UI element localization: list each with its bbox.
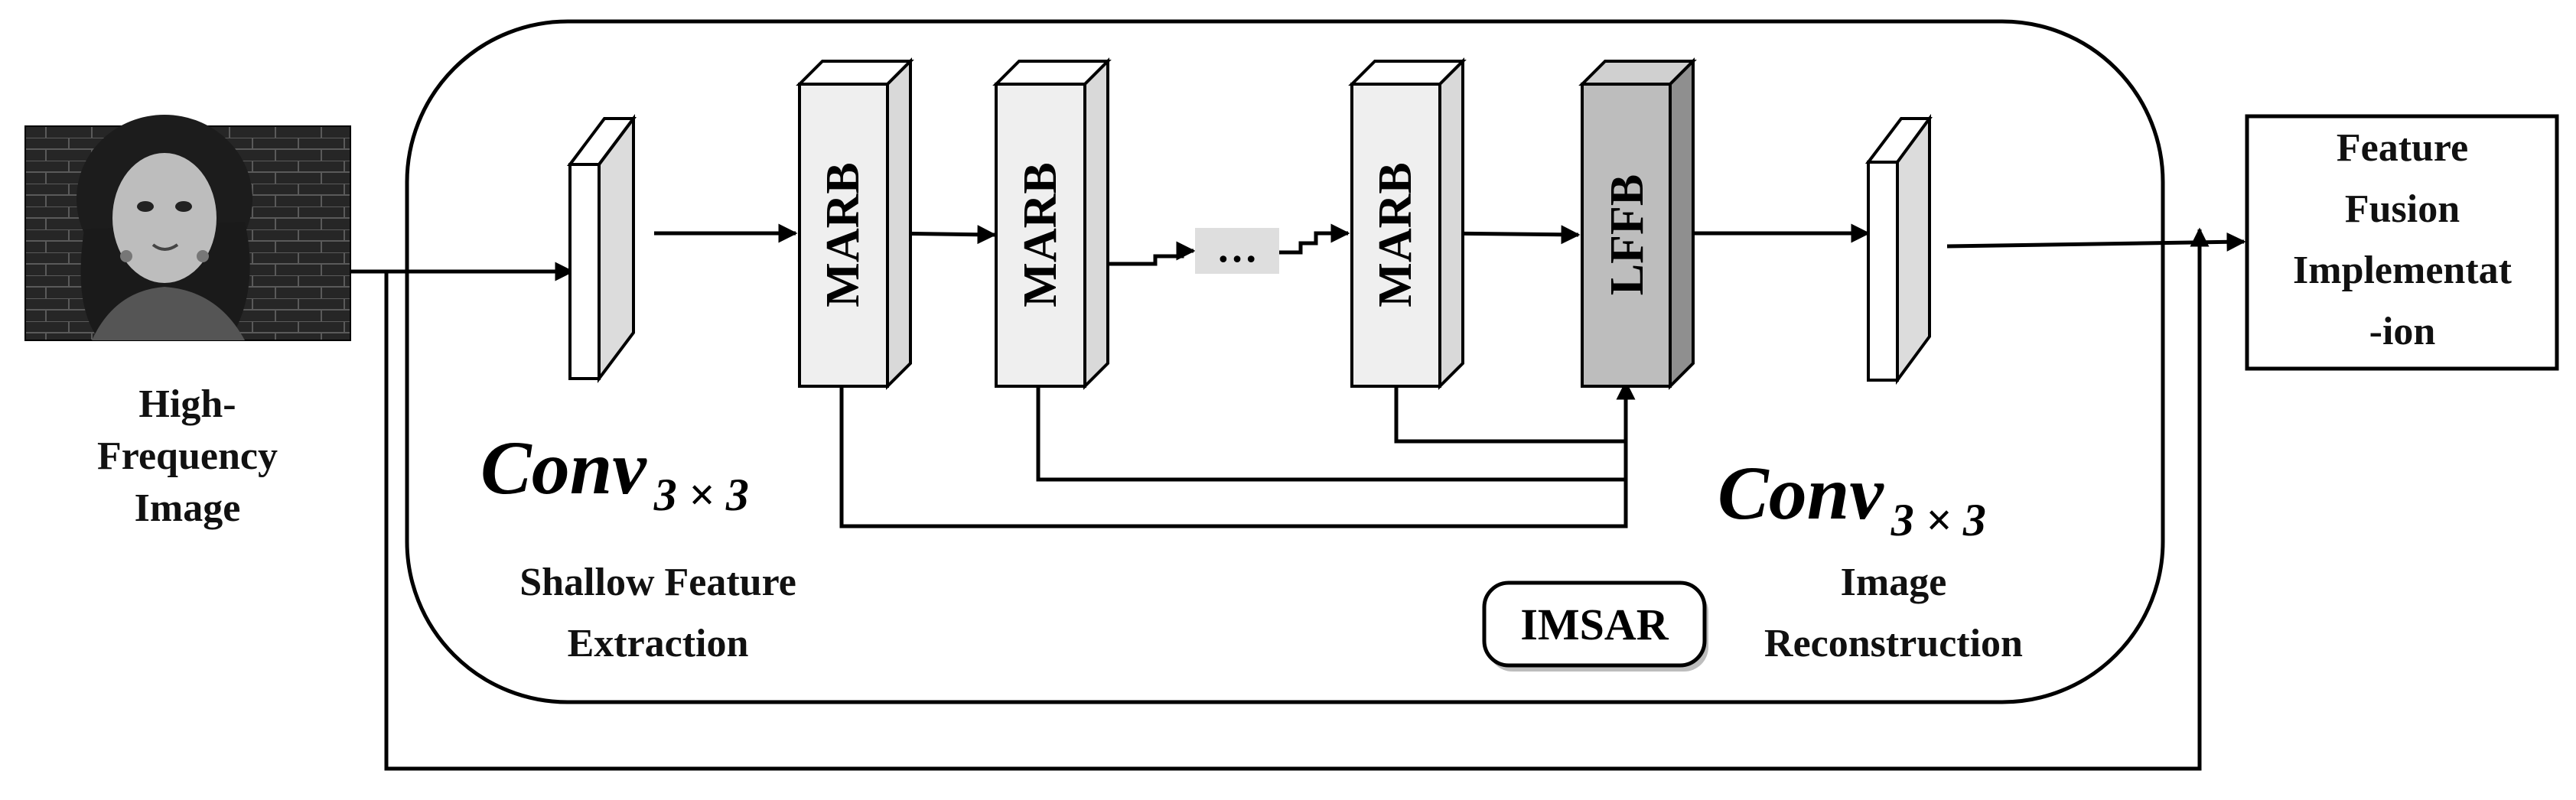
reconstruction-caption-line-2: Reconstruction: [1764, 622, 2023, 665]
lffb-block: LFFB: [1578, 57, 1697, 390]
shallow-caption-line-2: Extraction: [568, 622, 749, 665]
marb-block-3: MARB: [1348, 57, 1467, 390]
input-caption-line-1: High-: [138, 382, 236, 426]
marb-block-2: MARB: [992, 57, 1112, 390]
reconstruction-conv-subscript: 3 × 3: [1890, 495, 1986, 545]
marb-2-label: MARB: [1014, 162, 1067, 307]
imsar-module-container: [405, 19, 2165, 704]
marb-1-label: MARB: [817, 162, 869, 307]
input-caption-line-3: Image: [135, 486, 241, 530]
marb-3-label: MARB: [1369, 162, 1422, 307]
output-line-4: -ion: [2369, 310, 2436, 353]
ellipsis-text: …: [1216, 225, 1258, 271]
imsar-tag: IMSAR: [1482, 580, 1708, 672]
input-caption-line-2: Frequency: [97, 434, 278, 478]
shallow-conv-subscript: 3 × 3: [653, 470, 749, 520]
shallow-conv-layer: [567, 114, 637, 383]
reconstruction-conv-layer: [1864, 113, 1933, 385]
lffb-label: LFFB: [1601, 174, 1653, 295]
input-image: [24, 115, 351, 341]
output-line-3: Implementat: [2293, 249, 2512, 292]
reconstruction-conv-main: Conv: [1718, 450, 1884, 535]
shallow-conv-main: Conv: [480, 425, 647, 510]
shallow-caption-line-1: Shallow Feature: [519, 561, 796, 604]
output-line-2: Fusion: [2345, 187, 2460, 231]
imsar-tag-text: IMSAR: [1520, 600, 1669, 649]
ellipsis-box: …: [1195, 225, 1279, 274]
output-line-1: Feature: [2337, 126, 2468, 170]
marb-block-1: MARB: [796, 57, 914, 390]
feature-fusion-box: Feature Fusion Implementat -ion: [2245, 114, 2559, 371]
reconstruction-caption-line-1: Image: [1841, 561, 1947, 604]
